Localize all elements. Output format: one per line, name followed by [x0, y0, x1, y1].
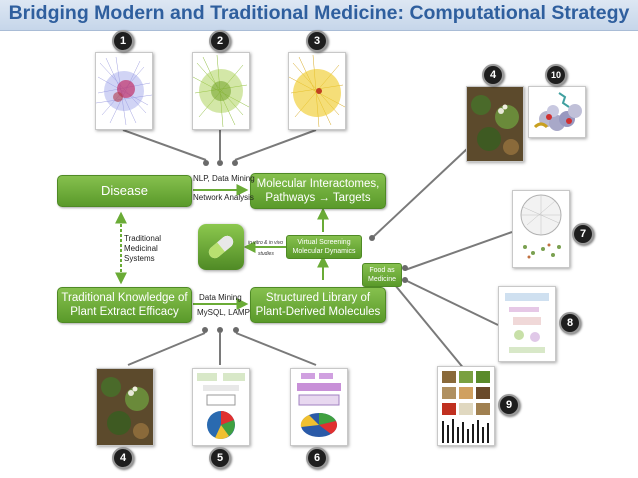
step-badge-3: 3	[306, 30, 328, 52]
screening-line-2: Molecular Dynamics	[292, 248, 356, 255]
step-badge-bottom-6: 6	[306, 447, 328, 469]
interactomes-line-1: Molecular Interactomes,	[256, 178, 380, 190]
step-badge-2: 2	[209, 30, 231, 52]
database-pie-thumbnail-5	[192, 368, 250, 446]
food-photos-thumbnail	[437, 366, 495, 446]
interactomes-line-2: Pathways → Targets	[265, 192, 371, 204]
tms-label-line-3: Systems	[124, 254, 155, 263]
food-as-medicine-box: Food as Medicine	[362, 263, 402, 287]
capsule-pill-icon	[198, 224, 244, 270]
step-badge-right-8: 8	[559, 312, 581, 334]
disease-label: Disease	[101, 183, 148, 198]
virtual-screening-box: Virtual Screening Molecular Dynamics	[286, 235, 362, 259]
food-line-1: Food as	[369, 267, 395, 274]
network-graph-thumbnail-1	[95, 52, 153, 130]
nlp-label-line-2: Network Analysis	[193, 193, 254, 202]
step-badge-right-7: 7	[572, 223, 594, 245]
traditional-line-2: Plant Extract Efficacy	[70, 306, 179, 318]
step-badge-right-9: 9	[498, 394, 520, 416]
document-thumbnail-8	[498, 286, 556, 362]
step-badge-1: 1	[112, 30, 134, 52]
step-badge-bottom-5: 5	[209, 447, 231, 469]
tms-label-line-1: Traditional	[124, 234, 162, 243]
step-badge-right-4: 4	[482, 64, 504, 86]
in-vitro-label-line-1: in vitro & in vivo	[248, 240, 284, 246]
screening-line-1: Virtual Screening	[297, 239, 351, 246]
in-vitro-label-line-2: studies	[258, 251, 274, 257]
database-pie-thumbnail-6	[290, 368, 348, 446]
library-line-2: Plant-Derived Molecules	[255, 306, 381, 318]
step-badge-bottom-4: 4	[112, 447, 134, 469]
structured-library-box: Structured Library of Plant-Derived Mole…	[250, 287, 386, 323]
plant-photo-thumbnail-right	[466, 86, 524, 162]
molecular-interactomes-box: Molecular Interactomes, Pathways → Targe…	[250, 173, 386, 209]
traditional-knowledge-box: Traditional Knowledge of Plant Extract E…	[57, 287, 192, 323]
plant-photo-thumbnail-bottom	[96, 368, 154, 446]
step-badge-right-10: 10	[545, 64, 567, 86]
data-mining-label-line-2: MySQL, LAMP	[197, 308, 250, 317]
food-line-2: Medicine	[367, 276, 396, 283]
traditional-line-1: Traditional Knowledge of	[61, 292, 188, 304]
network-graph-thumbnail-2	[192, 52, 250, 130]
disease-box: Disease	[57, 175, 192, 207]
page-title: Bridging Modern and Traditional Medicine…	[8, 2, 630, 24]
tms-label-line-2: Medicinal	[124, 244, 158, 253]
data-mining-label-line-1: Data Mining	[199, 293, 242, 302]
nlp-label-line-1: NLP, Data Mining	[193, 174, 255, 183]
sphere-network-thumbnail	[512, 190, 570, 268]
network-graph-thumbnail-3	[288, 52, 346, 130]
library-line-1: Structured Library of	[265, 292, 371, 304]
molecular-structure-thumbnail	[528, 86, 586, 138]
